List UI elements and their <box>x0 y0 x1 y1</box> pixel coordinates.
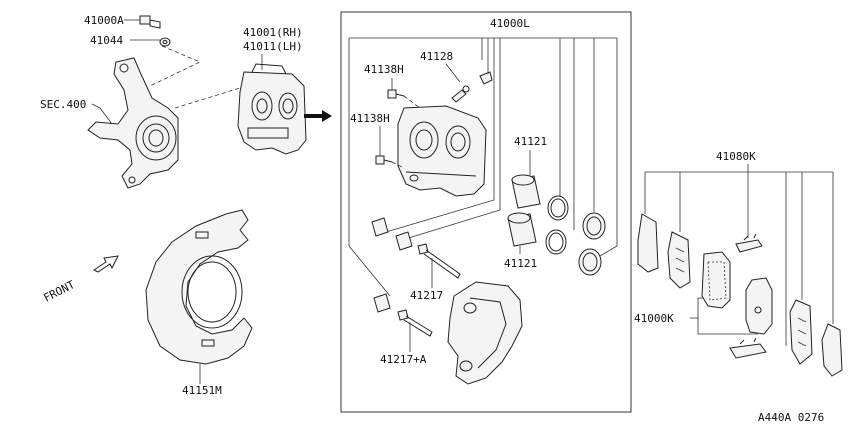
label-41000L: 41000L <box>490 17 530 30</box>
bleeder-cap <box>479 71 493 85</box>
shim-inner-left <box>667 231 691 289</box>
caliper-support-bracket <box>447 281 523 385</box>
splash-shield-41151M <box>145 209 253 365</box>
guide-pin-41217 <box>417 243 461 279</box>
bolt-41000A <box>139 15 161 29</box>
label-41000A: 41000A <box>84 14 124 27</box>
bolt-41138H-upper <box>387 89 405 99</box>
guide-pin-41217A <box>397 309 433 337</box>
piston-lower <box>507 212 537 247</box>
label-41121-lower: 41121 <box>504 257 537 270</box>
brake-pad-right <box>745 277 773 335</box>
label-41151M: 41151M <box>182 384 222 397</box>
piston-seal-upper <box>547 195 569 221</box>
label-41138H-upper: 41138H <box>364 63 404 76</box>
sleeve-boot-lower <box>373 293 391 313</box>
kit-bracket-41080K <box>644 164 834 346</box>
label-41001-rh: 41001(RH) <box>243 26 303 39</box>
detail-arrow <box>304 110 332 122</box>
label-41138H-lower: 41138H <box>350 112 390 125</box>
dash-41138H-upper <box>403 95 421 109</box>
piston-upper <box>511 174 541 209</box>
label-front: FRONT <box>41 278 77 305</box>
label-41217: 41217 <box>410 289 443 302</box>
piston-seal-lower <box>545 229 567 255</box>
label-41044: 41044 <box>90 34 123 47</box>
bleeder-screw-41128 <box>451 85 470 103</box>
label-sec-400: SEC.400 <box>40 98 86 111</box>
assembly-line-caliper <box>174 87 241 109</box>
washer-41044 <box>159 37 171 47</box>
label-41000K: 41000K <box>634 312 674 325</box>
diagram-code: A440A 0276 <box>758 411 824 424</box>
caliper-body <box>397 105 487 197</box>
sleeve-boot-upper <box>371 217 389 237</box>
shim-outer-right <box>821 323 843 377</box>
shim-inner-right <box>789 299 813 365</box>
leader-sec-400 <box>91 103 113 125</box>
pad-retainer-clip-lower <box>729 337 767 359</box>
kit-bracket-41000L <box>348 37 618 297</box>
label-41080K: 41080K <box>716 150 756 163</box>
pad-retainer-clip-upper <box>735 233 763 253</box>
dash-41138H-lower <box>391 161 405 169</box>
brake-pad-left <box>701 251 731 309</box>
caliper-assembly-41001 <box>237 63 307 155</box>
assembly-line-knuckle <box>149 45 201 87</box>
label-41128: 41128 <box>420 50 453 63</box>
front-direction-arrow <box>93 255 119 273</box>
group-box-41000L <box>340 11 632 413</box>
sleeve-boot-middle <box>395 231 413 251</box>
dust-boot-lower <box>578 248 602 276</box>
label-41121-upper: 41121 <box>514 135 547 148</box>
leader-41128 <box>445 63 461 83</box>
label-41217-plus-a: 41217+A <box>380 353 427 366</box>
label-41011-lh: 41011(LH) <box>243 40 303 53</box>
steering-knuckle <box>87 57 179 189</box>
shim-outer-left <box>637 213 659 273</box>
bolt-41138H-lower <box>375 155 393 165</box>
dust-boot-upper <box>582 212 606 240</box>
